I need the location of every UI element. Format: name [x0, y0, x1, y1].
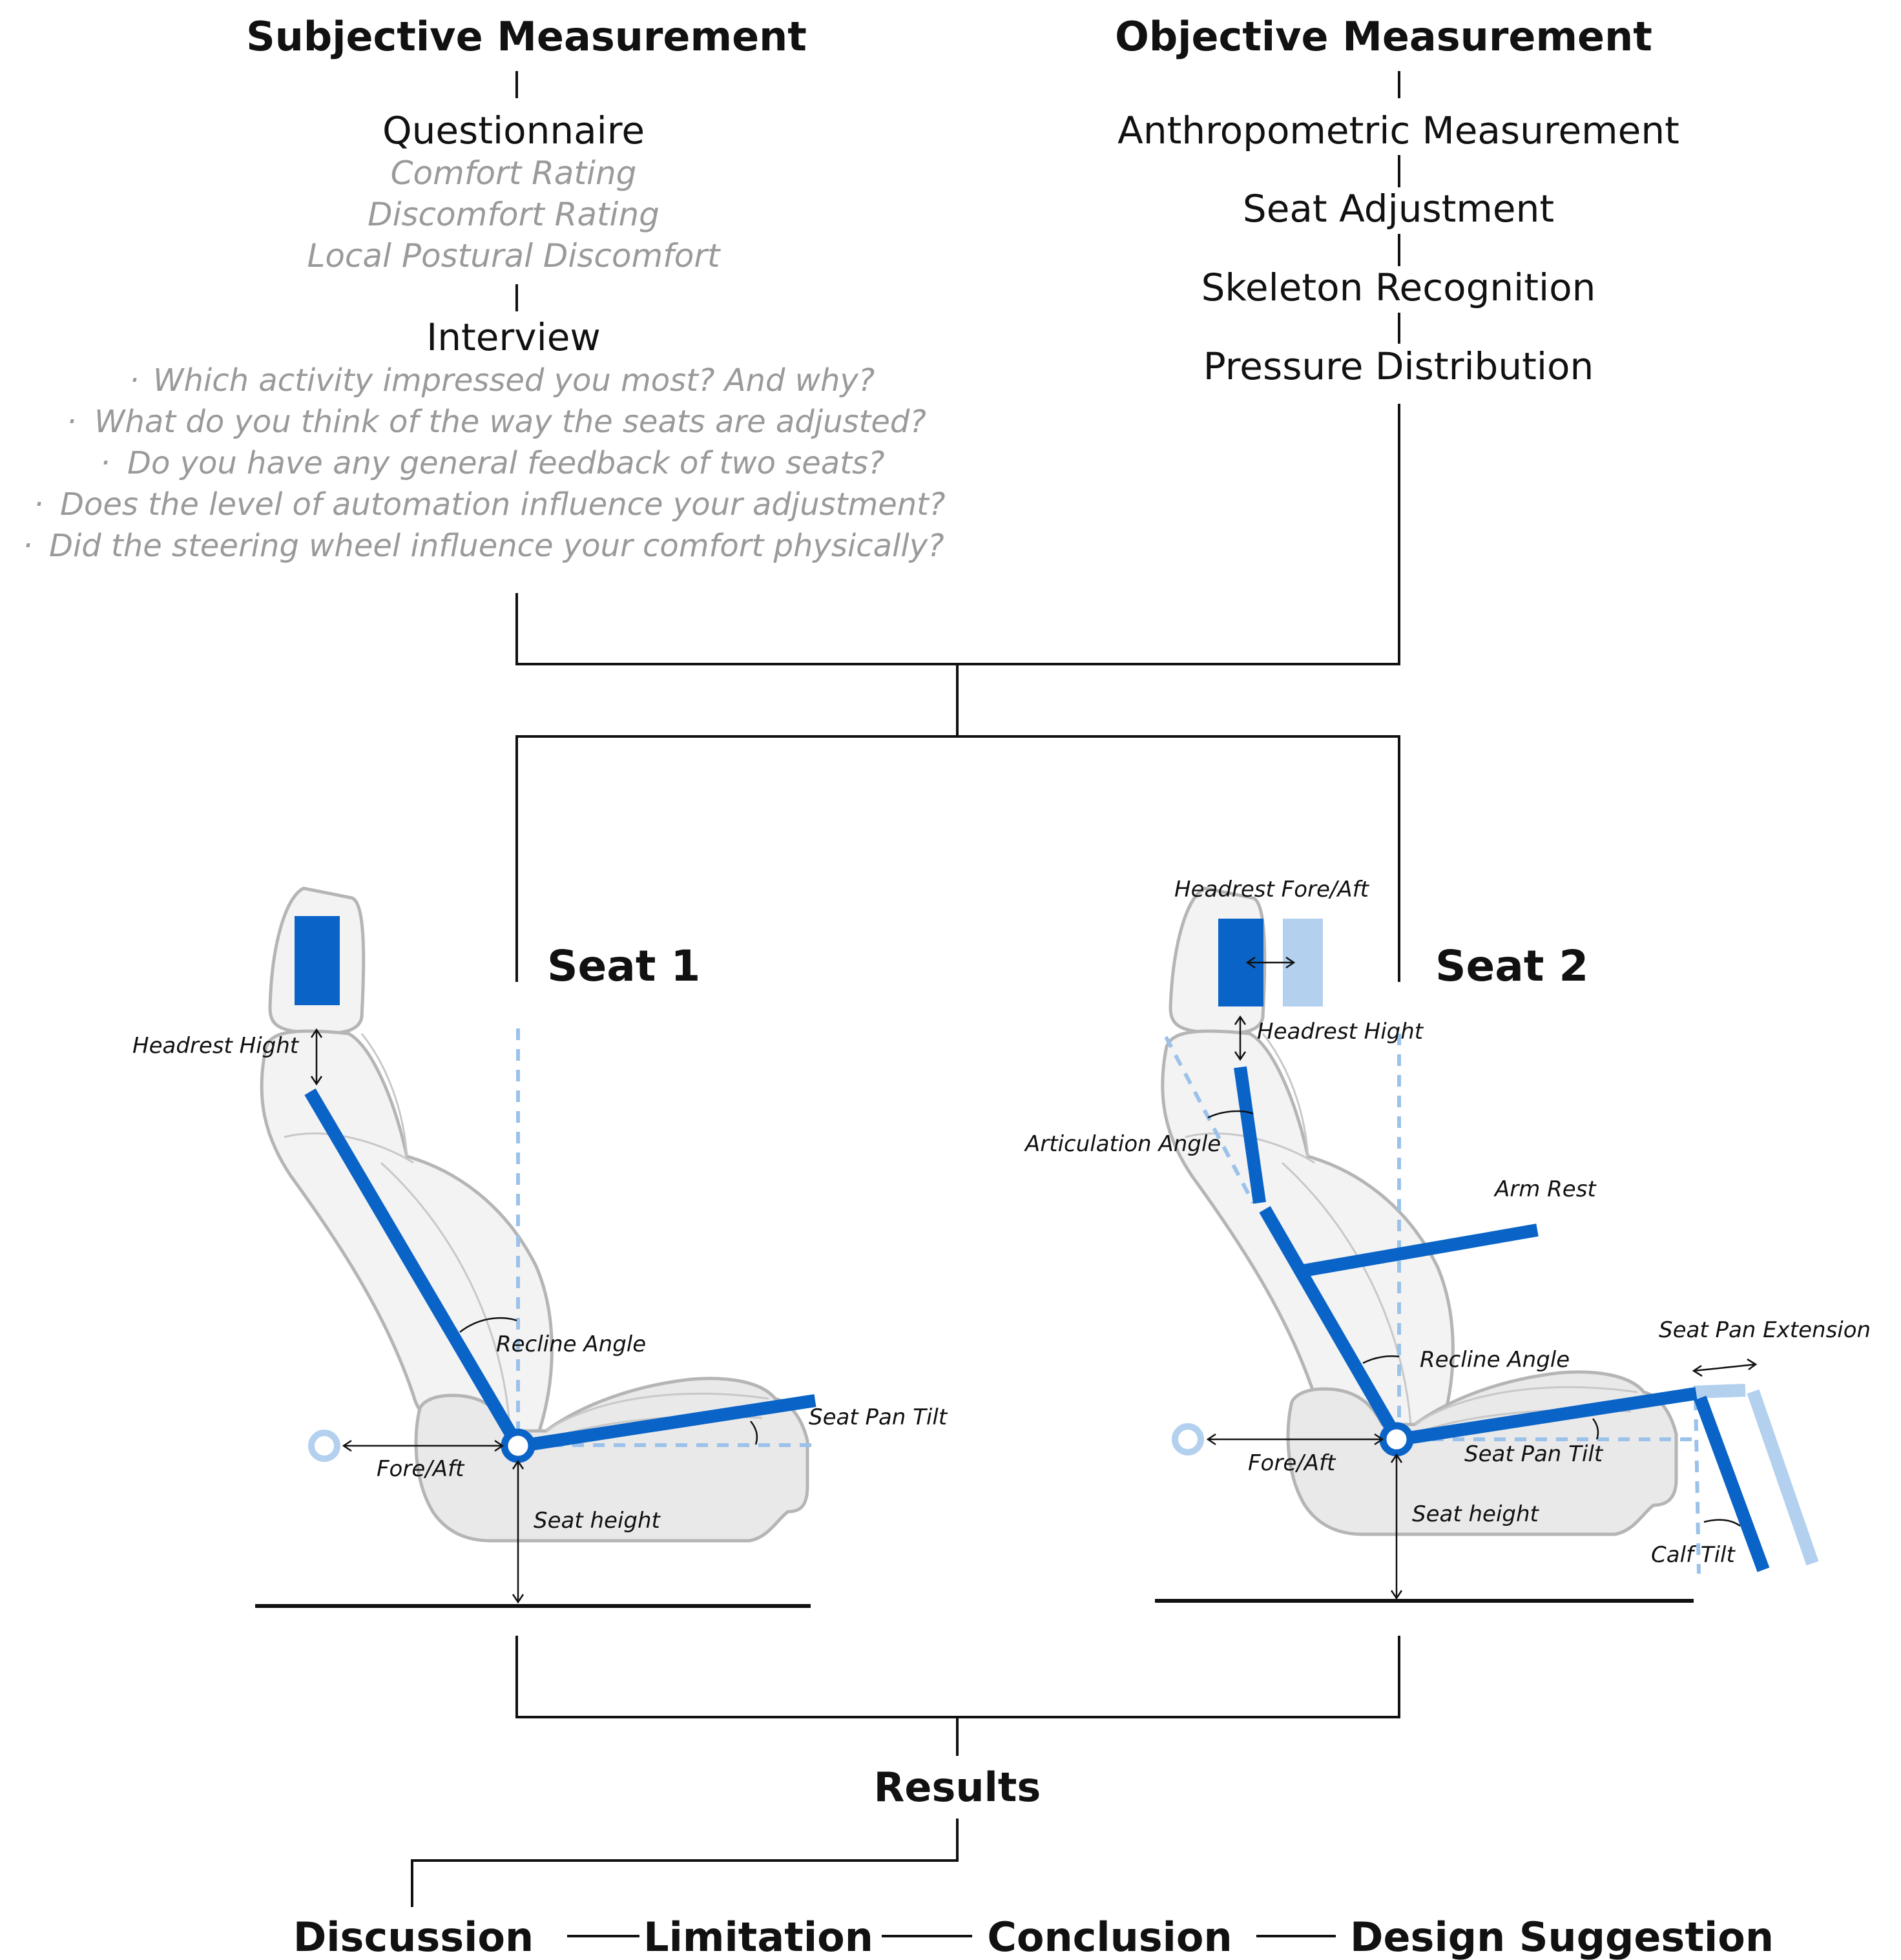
seat2-seatpan-extension-bar [1693, 1384, 1746, 1399]
seat1-seatpan-line [528, 1394, 816, 1451]
interview-question: Did the steering wheel influence your co… [49, 528, 944, 564]
interview-question: Which activity impressed you most? And w… [153, 362, 875, 399]
outcome-discussion: Discussion [293, 1913, 534, 1960]
objective-item: Skeleton Recognition [1201, 266, 1596, 309]
seat1-fore-aft-origin [308, 1430, 340, 1462]
seat2-label-seat-pan-tilt: Seat Pan Tilt [1464, 1441, 1604, 1467]
merge-bracket [515, 404, 1400, 982]
seat1-label-seat-height: Seat height [534, 1508, 661, 1534]
bullet-dot: · [129, 362, 139, 399]
seat1-hip-point [501, 1428, 535, 1463]
seat2-articulation-reference [1164, 1036, 1255, 1204]
seat2-annotations [1206, 956, 1758, 1600]
interview-question: Does the level of automation influence y… [60, 486, 945, 523]
seat2-calf-line [1694, 1395, 1770, 1572]
bullet-dot: · [23, 528, 32, 564]
seat2-armrest-line [1298, 1224, 1539, 1278]
outcome-design-suggestion: Design Suggestion [1350, 1913, 1774, 1960]
seat1-headrest-block [295, 916, 340, 1005]
seat1-annotations [310, 1028, 758, 1604]
objective-item: Anthropometric Measurement [1117, 109, 1679, 152]
outcome-limitation: Limitation [643, 1913, 873, 1960]
objective-item: Pressure Distribution [1203, 344, 1594, 388]
seat2-label-seat-pan-extension: Seat Pan Extension [1659, 1317, 1871, 1343]
seat2-label-headrest-fore-aft: Headrest Fore/Aft [1174, 877, 1370, 902]
questionnaire-label: Questionnaire [382, 109, 645, 152]
seat2-label-seat-height: Seat height [1412, 1501, 1540, 1527]
outcome-conclusion: Conclusion [987, 1913, 1232, 1960]
bullet-dot: · [34, 486, 43, 523]
interview-questions: · Which activity impressed you most? And… [23, 362, 945, 564]
objective-title: Objective Measurement [1115, 13, 1652, 60]
backrest-shape [1161, 1029, 1455, 1449]
results-title: Results [874, 1764, 1041, 1811]
rating-item: Local Postural Discomfort [307, 237, 721, 275]
seat2-backrest-line [1259, 1205, 1400, 1437]
outcomes-connector [411, 1819, 959, 1907]
seat1-label-headrest-hight: Headrest Hight [132, 1033, 300, 1059]
seat2-upper-back-line [1234, 1066, 1266, 1204]
rating-item: Discomfort Rating [368, 196, 660, 233]
interview-question: What do you think of the way the seats a… [94, 404, 926, 440]
seat2-calf-reference [1694, 1398, 1701, 1574]
seat1-title: Seat 1 [547, 941, 700, 991]
seat2-hip-point [1379, 1422, 1414, 1457]
seat2-label-recline-angle: Recline Angle [1420, 1347, 1570, 1373]
seat1-label-fore-aft: Fore/Aft [377, 1456, 465, 1482]
seat2-title: Seat 2 [1435, 941, 1588, 991]
results-bracket [515, 1636, 1400, 1756]
interview-label: Interview [426, 315, 601, 359]
seat2-label-headrest-hight: Headrest Hight [1257, 1019, 1424, 1045]
seat2-label-arm-rest: Arm Rest [1493, 1176, 1597, 1202]
seat2-label-calf-tilt: Calf Tilt [1651, 1542, 1736, 1568]
subjective-title: Subjective Measurement [246, 13, 807, 60]
seat2-fore-aft-origin [1172, 1423, 1204, 1455]
seat1-backrest-line [304, 1088, 520, 1443]
interview-question: Do you have any general feedback of two … [127, 445, 885, 481]
seat2-seatpan-line [1411, 1387, 1698, 1444]
objective-item: Seat Adjustment [1243, 187, 1554, 231]
backrest-shape [260, 1029, 554, 1449]
seat2-label-articulation-angle: Articulation Angle [1024, 1131, 1221, 1157]
seat1-label-recline-angle: Recline Angle [496, 1331, 646, 1357]
bullet-dot: · [67, 404, 76, 440]
seat2-label-fore-aft: Fore/Aft [1248, 1450, 1336, 1476]
seat1-label-seat-pan-tilt: Seat Pan Tilt [809, 1404, 948, 1430]
bullet-dot: · [100, 445, 110, 481]
rating-item: Comfort Rating [391, 154, 637, 192]
seat2-calf-extended-line [1747, 1389, 1819, 1566]
